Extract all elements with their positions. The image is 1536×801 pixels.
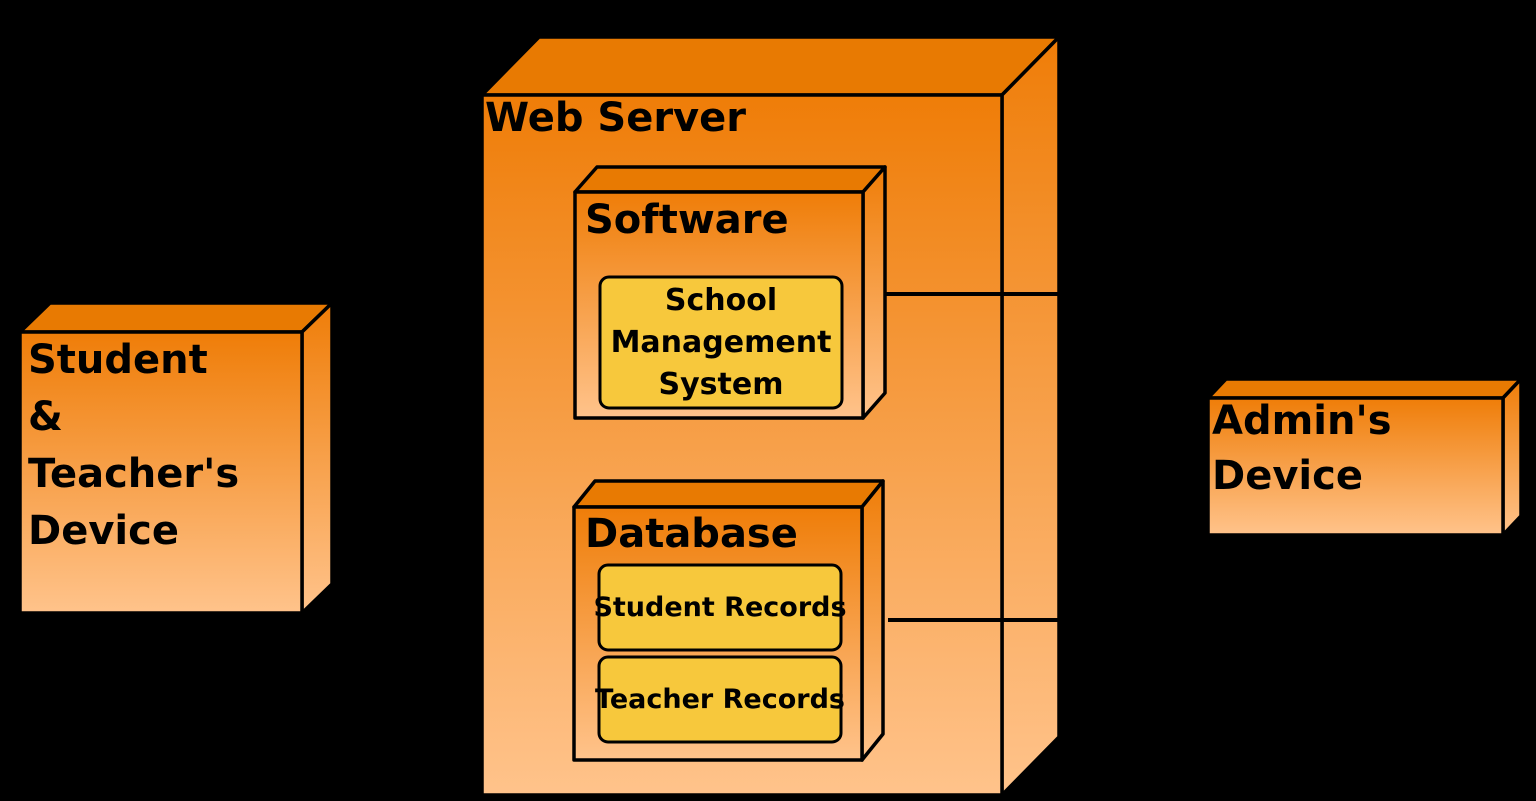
teacher-records-box [597, 655, 843, 744]
school-management-system-label-line1: School [664, 283, 778, 318]
software-side-face [861, 165, 887, 420]
database-node [572, 479, 885, 762]
admin-device-side-face [1501, 377, 1523, 537]
client-device-front-face [18, 330, 304, 615]
school-management-system-label: School Management System [600, 279, 842, 407]
client-device-side-face [300, 301, 334, 615]
software-top-face [573, 165, 887, 194]
student-records-box [597, 563, 843, 652]
software-node [573, 165, 887, 420]
school-management-system-box [598, 275, 844, 410]
database-side-face [860, 479, 885, 762]
web-server-side-face [1000, 35, 1061, 797]
client-device-label-line3: Teacher's [28, 451, 240, 497]
admin-device-node [1206, 377, 1523, 537]
database-label: Database [585, 511, 798, 557]
client-device-node [18, 301, 334, 615]
admin-device-label: Admin's Device [1212, 394, 1392, 504]
client-device-label-line4: Device [28, 508, 179, 554]
database-top-face [572, 479, 885, 509]
software-label: Software [585, 197, 789, 243]
student-records-label: Student Records [593, 592, 847, 623]
admin-device-label-line2: Device [1212, 453, 1363, 499]
client-device-label-line2: & [28, 394, 63, 440]
admin-device-label-line1: Admin's [1212, 398, 1392, 444]
admin-device-front-face [1206, 396, 1505, 537]
web-server-top-face [480, 35, 1061, 97]
school-management-system-label-line3: System [658, 367, 784, 402]
school-management-system-label-line2: Management [610, 325, 832, 360]
client-device-label-line1: Student [28, 337, 208, 383]
client-device-top-face [18, 301, 334, 334]
web-server-label: Web Server [485, 95, 746, 141]
teacher-records-label: Teacher Records [595, 684, 845, 715]
client-device-label: Student & Teacher's Device [28, 332, 239, 560]
